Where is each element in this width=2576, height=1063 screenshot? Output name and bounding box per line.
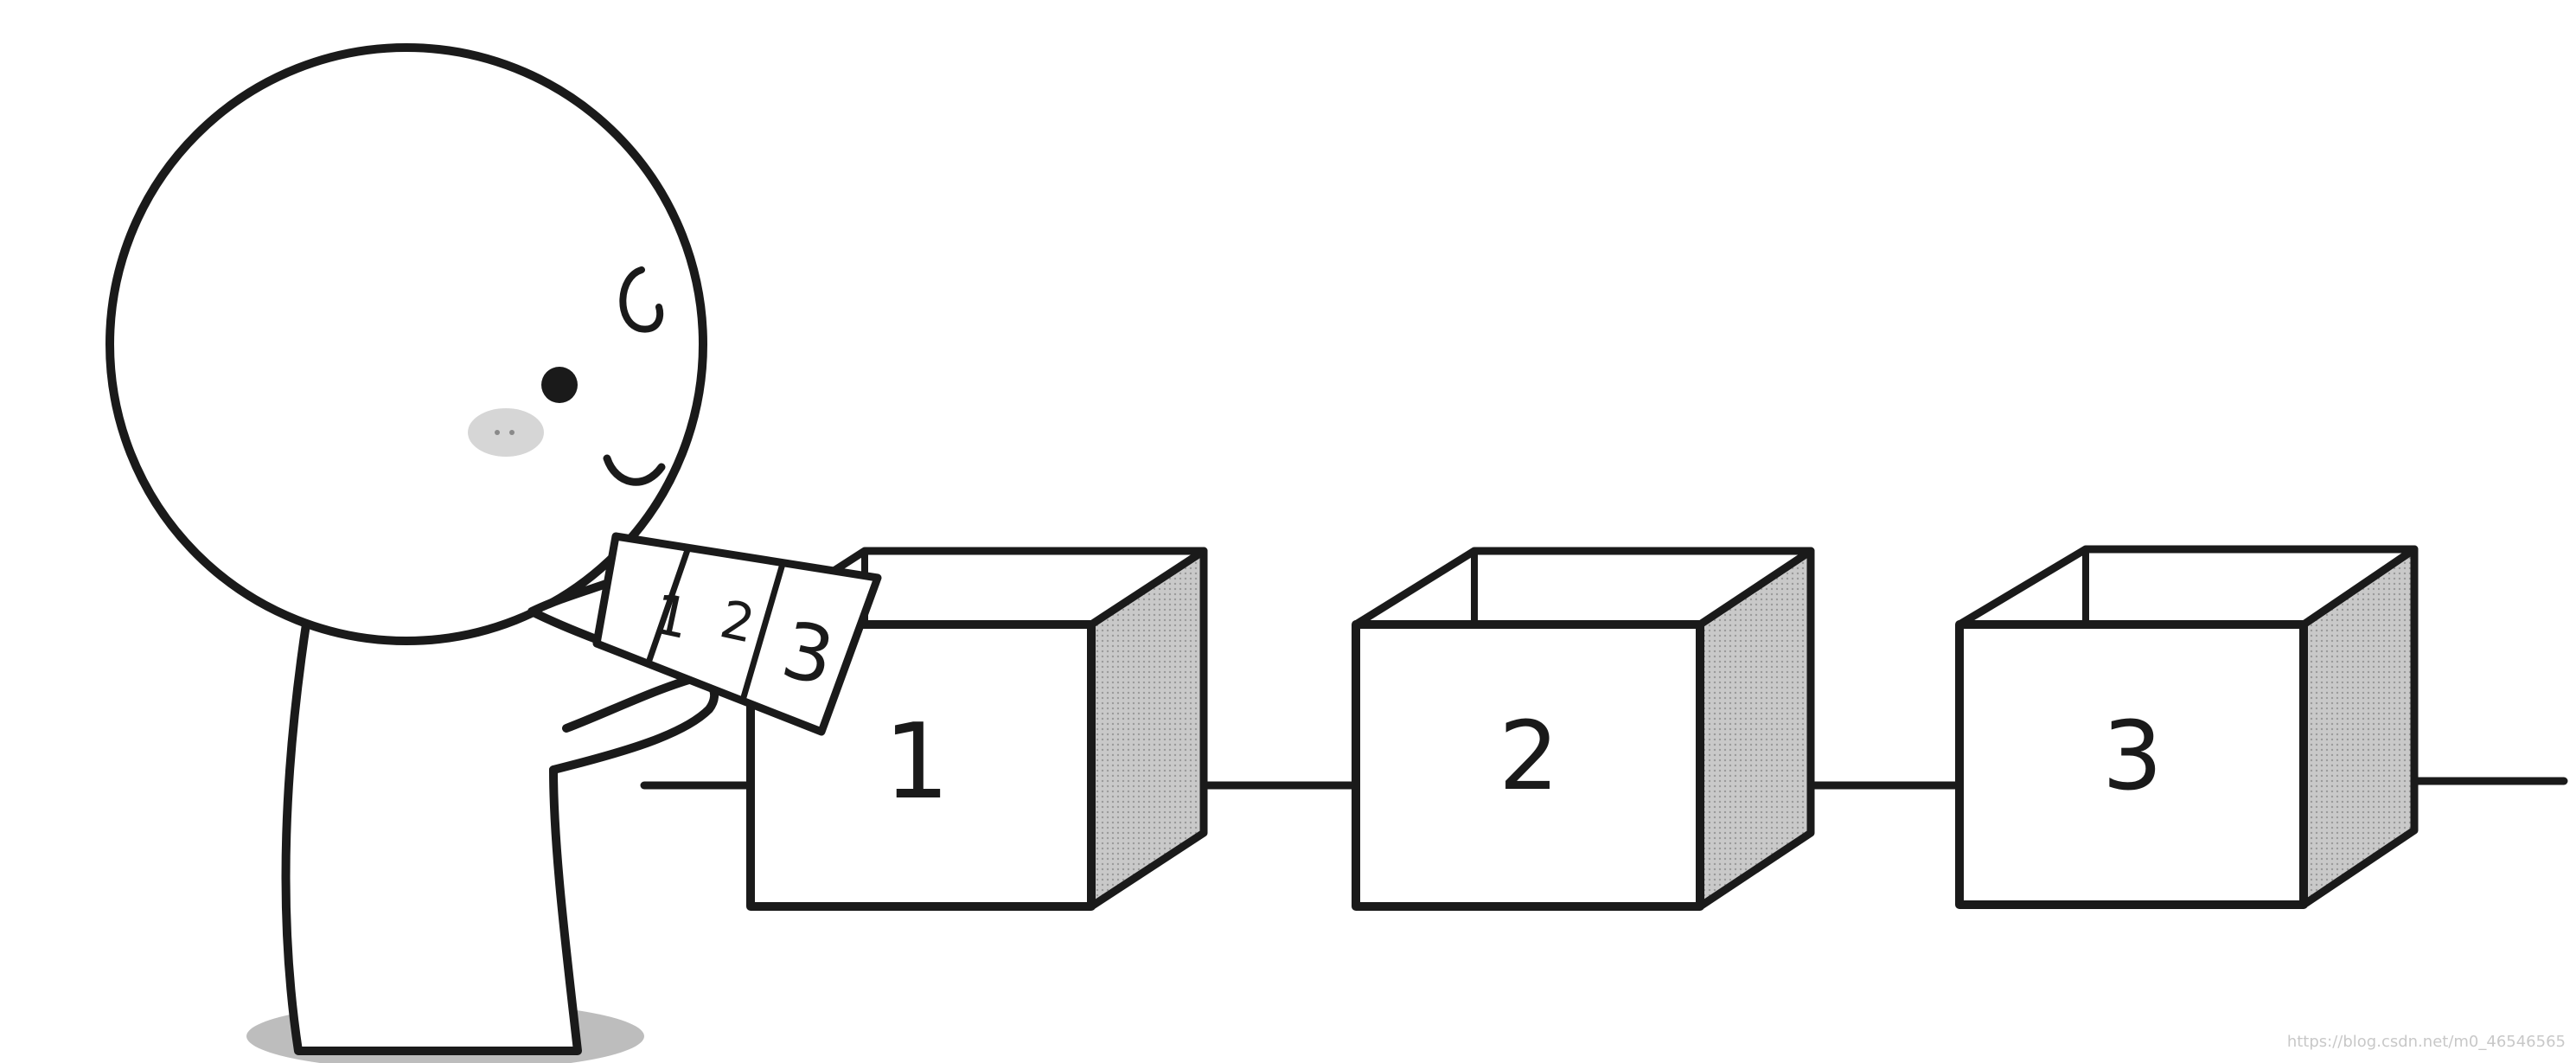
number-cards: 1 2 3 bbox=[592, 532, 882, 736]
connector-line bbox=[640, 777, 2568, 790]
character-arm bbox=[549, 674, 719, 774]
smile bbox=[603, 454, 666, 486]
character-body bbox=[281, 614, 582, 1055]
character bbox=[105, 43, 719, 1055]
blush bbox=[468, 408, 544, 457]
box-2-label: 2 bbox=[1499, 701, 1559, 811]
box-1-label: 1 bbox=[884, 702, 949, 823]
ear bbox=[619, 266, 664, 333]
box-2: 2 bbox=[1352, 547, 1815, 911]
watermark: https://blog.csdn.net/m0_46546565 bbox=[2286, 1033, 2566, 1051]
character-head bbox=[105, 43, 707, 645]
box-3: 3 bbox=[1955, 545, 2419, 909]
eye bbox=[541, 367, 578, 403]
box-3-label: 3 bbox=[2102, 701, 2163, 811]
